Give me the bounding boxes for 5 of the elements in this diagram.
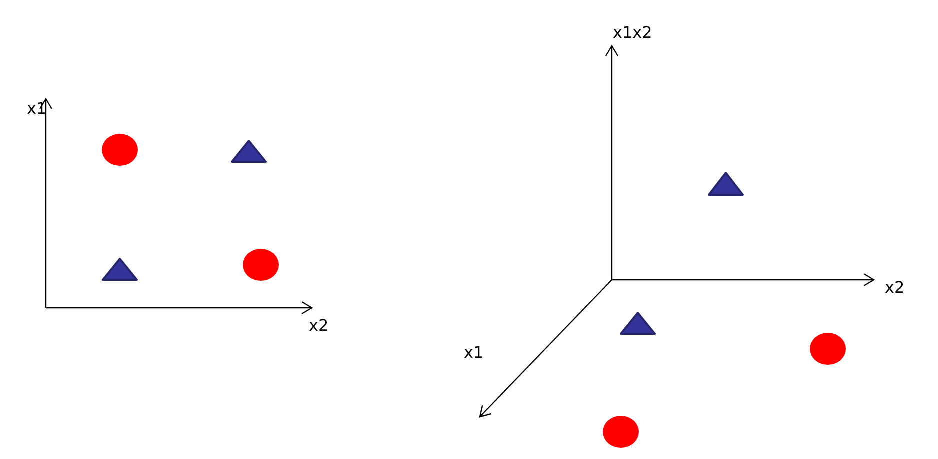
axis-label: x1 [27,100,47,118]
axis-label: x1 [464,344,484,362]
axis-label: x2 [885,279,905,297]
axis-label: x2 [309,317,329,335]
axis-label: x1x2 [613,24,652,42]
